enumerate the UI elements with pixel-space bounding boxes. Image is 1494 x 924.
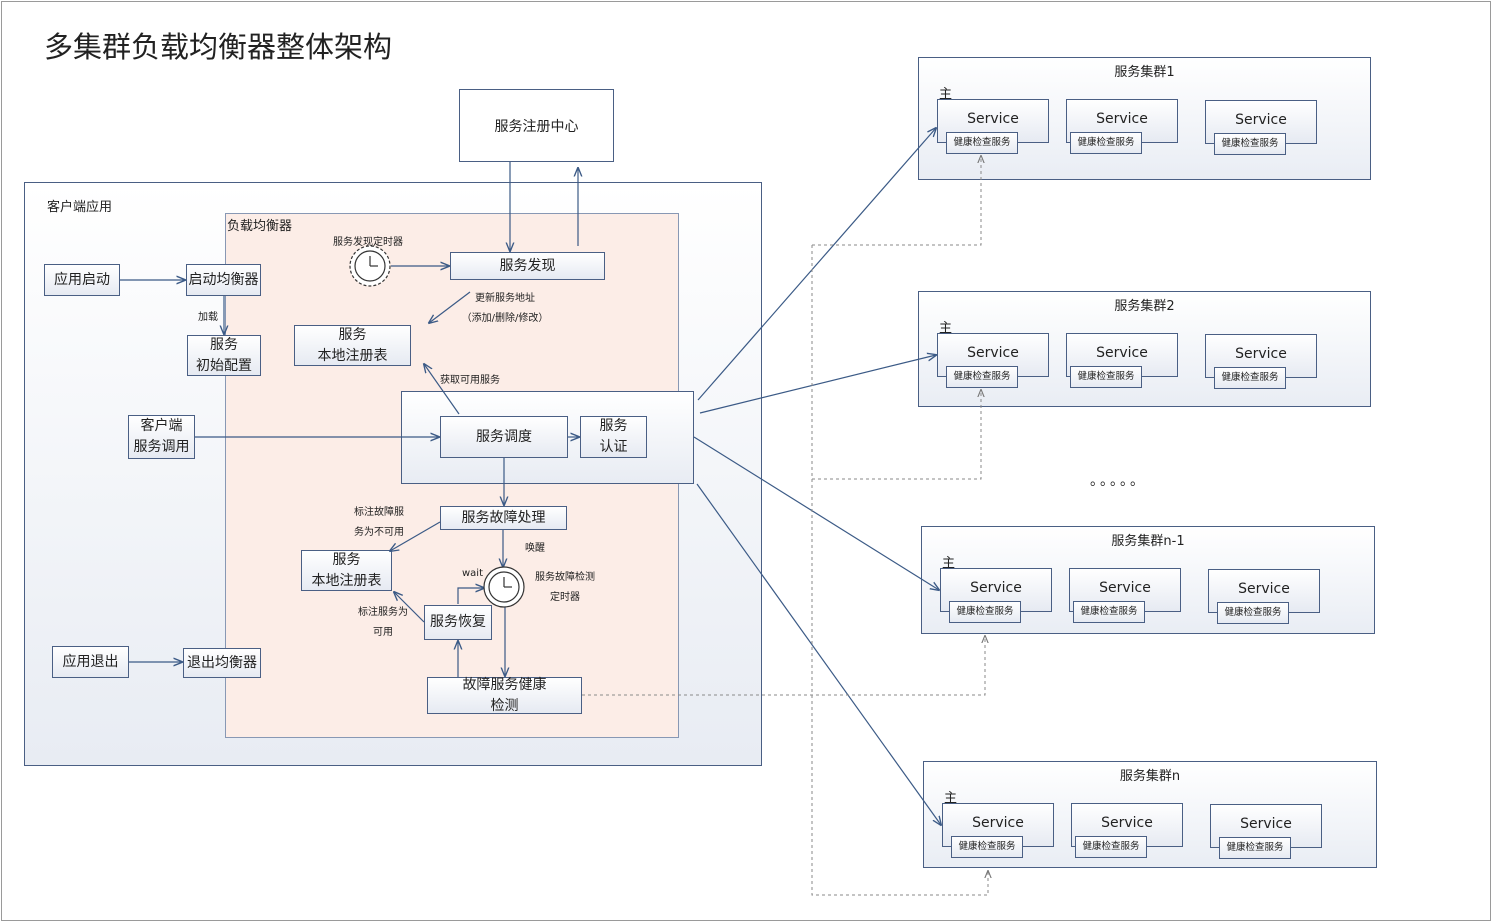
arrow-fault-to-local-registry [390,521,441,551]
service-box: Service 健康检查服务 [1205,334,1317,389]
service-box: Service 健康检查服务 [1071,803,1183,858]
app-exit-box: 应用退出 [52,646,129,678]
arrow-to-cluster-n [696,483,941,825]
cluster-n-1: 服务集群n-1 主 Service 健康检查服务 Service 健康检查服务 Se… [921,526,1375,634]
arrow-scheduling-to-local-registry [424,364,460,415]
health-check-service: 健康检查服务 [1214,133,1286,155]
service-label: Service [970,580,1022,596]
client-call-box: 客户端 服务调用 [128,415,195,459]
client-app-label: 客户端应用 [47,200,113,215]
service-box-master: Service 健康检查服务 [942,803,1054,858]
cluster-title: 服务集群n [1119,769,1181,784]
master-label: 主 [942,556,956,571]
wake-label: 唤醒 [525,543,545,554]
service-label: Service [1238,581,1290,597]
service-label: Service [1096,111,1148,127]
cluster-title: 服务集群n-1 [1111,534,1185,549]
discovery-timer-label: 服务发现定时器 [333,237,403,248]
discovery-box: 服务发现 [450,252,605,280]
service-box: Service 健康检查服务 [1066,99,1178,154]
service-label: Service [1235,346,1287,362]
diagram-title: 多集群负载均衡器整体架构 [44,30,393,64]
cluster-title: 服务集群1 [1114,65,1175,80]
dashed-health-path-1 [812,156,981,246]
recovery-box: 服务恢复 [424,605,492,640]
service-label: Service [972,815,1024,831]
local-registry-box-1: 服务 本地注册表 [294,325,411,366]
service-label: Service [1235,112,1287,128]
service-label: Service [967,111,1019,127]
health-check-service: 健康检查服务 [946,132,1018,154]
service-box-master: Service 健康检查服务 [937,99,1049,154]
dashed-bus-line [811,245,988,896]
update-addr-label: 更新服务地址 （添加/删除/修改） [461,293,549,324]
exit-lb-box: 退出均衡器 [183,648,261,678]
arrow-to-cluster-1 [697,128,936,401]
service-label: Service [1101,815,1153,831]
dashed-health-path-n-1 [582,636,985,696]
health-check-service: 健康检查服务 [1214,367,1286,389]
health-check-service: 健康检查服务 [1075,836,1147,858]
arrow-recovery-to-local-registry [394,592,425,623]
fault-timer-label: 服务故障检测 定时器 [535,572,595,603]
start-lb-box: 启动均衡器 [186,264,261,296]
service-box: Service 健康检查服务 [1208,569,1320,624]
load-balancer-label: 负载均衡器 [227,219,293,234]
arrow-to-cluster-n-1 [693,436,939,590]
fault-handling-box: 服务故障处理 [440,506,567,530]
mark-available-label: 标注服务为 可用 [358,607,408,638]
mark-unavailable-label: 标注故障服 务为不可用 [354,507,404,538]
service-label: Service [1096,345,1148,361]
get-available-label: 获取可用服务 [440,375,500,386]
fault-detection-timer-icon [483,566,525,608]
health-check-service: 健康检查服务 [946,366,1018,388]
master-label: 主 [939,321,953,336]
cluster-n: 服务集群n 主 Service 健康检查服务 Service 健康检查服务 Serv… [923,761,1377,868]
ellipsis: 。。。。。 [1090,473,1147,489]
arrow-recovery-to-timer [457,588,484,604]
arrow-discovery-to-local-registry [429,291,471,323]
scheduling-box: 服务调度 [440,416,568,458]
health-check-service: 健康检查服务 [1070,132,1142,154]
health-check-service: 健康检查服务 [949,601,1021,623]
app-start-box: 应用启动 [44,264,120,296]
registry-center-box: 服务注册中心 [459,89,614,162]
wait-label: wait [462,568,484,579]
local-registry-box-2: 服务 本地注册表 [301,550,392,591]
service-box: Service 健康检查服务 [1069,568,1181,623]
service-box: Service 健康检查服务 [1066,333,1178,388]
health-check-service: 健康检查服务 [951,836,1023,858]
load-label: 加载 [198,312,218,323]
service-box: Service 健康检查服务 [1205,100,1317,155]
arrow-to-cluster-2 [699,355,936,414]
cluster-1: 服务集群1 主 Service 健康检查服务 Service 健康检查服务 Serv… [918,57,1371,180]
health-check-box: 故障服务健康 检测 [427,677,582,714]
master-label: 主 [944,791,958,806]
service-label: Service [967,345,1019,361]
service-label: Service [1099,580,1151,596]
dashed-health-path-2 [812,390,981,480]
discovery-timer-icon [349,245,391,287]
service-box-master: Service 健康检查服务 [937,333,1049,388]
health-check-service: 健康检查服务 [1070,366,1142,388]
service-box-master: Service 健康检查服务 [940,568,1052,623]
health-check-service: 健康检查服务 [1219,837,1291,859]
master-label: 主 [939,87,953,102]
service-box: Service 健康检查服务 [1210,804,1322,859]
service-label: Service [1240,816,1292,832]
health-check-service: 健康检查服务 [1217,602,1289,624]
cluster-2: 服务集群2 主 Service 健康检查服务 Service 健康检查服务 Serv… [918,291,1371,407]
init-config-box: 服务 初始配置 [187,335,261,376]
auth-box: 服务 认证 [580,416,647,458]
health-check-service: 健康检查服务 [1073,601,1145,623]
cluster-title: 服务集群2 [1114,299,1175,314]
